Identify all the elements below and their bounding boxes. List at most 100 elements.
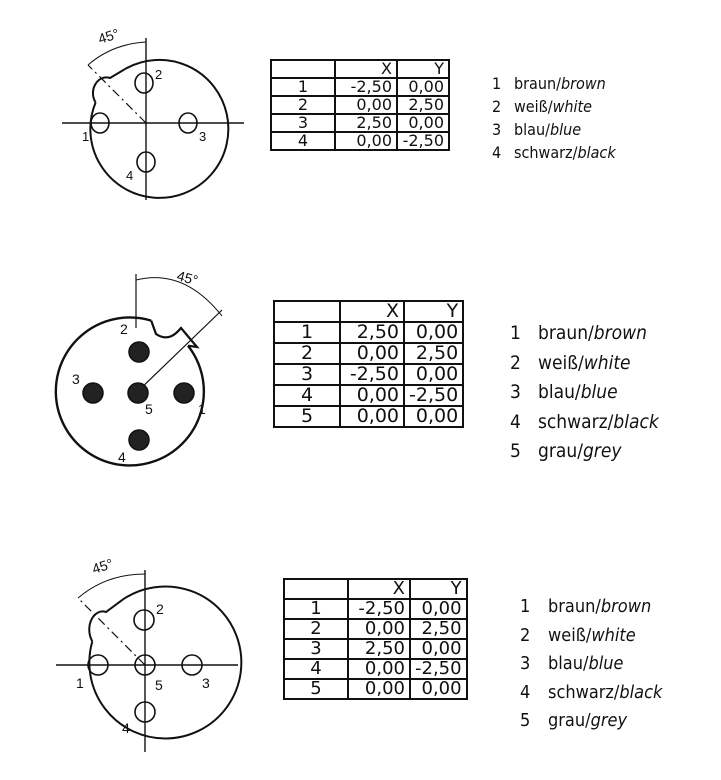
table-row: 2 0,00 2,50 [273, 342, 465, 365]
table-cell-pin: 5 [283, 678, 349, 700]
legend-number: 3 [520, 653, 531, 674]
pin-5 [134, 654, 156, 676]
table-cell-x: -2,50 [334, 77, 398, 97]
legend-color-de: grau/ [538, 440, 583, 462]
table-cell-y: 2,50 [396, 95, 450, 115]
table-cell-y: 0,00 [402, 321, 465, 344]
legend-color-en: black [613, 410, 659, 433]
pin-4-label: 4 [122, 720, 130, 736]
legend-color-en: brown [560, 74, 606, 93]
angle-arc [135, 277, 223, 317]
legend-item: 2 weiß/white [492, 99, 616, 122]
table-cell-y: 0,00 [409, 638, 468, 660]
angle-arc [77, 573, 146, 599]
table-cell-x: 0,00 [339, 384, 405, 407]
table-row: 5 0,00 0,00 [273, 405, 465, 428]
legend-color-en: blue [549, 120, 582, 139]
pin-1 [90, 112, 110, 134]
table-header-y: Y [409, 578, 468, 600]
table-cell-x: 0,00 [347, 658, 411, 680]
legend-color-en: white [583, 351, 631, 374]
table-header-y: Y [396, 59, 450, 79]
legend-color-de: blau/ [514, 120, 550, 139]
table-cell-pin: 4 [273, 384, 341, 407]
table-cell-y: 2,50 [402, 342, 465, 365]
legend-number: 2 [492, 97, 502, 116]
legend-color-de: schwarz/ [548, 681, 620, 703]
legend-color-de: weiß/ [538, 351, 584, 374]
pin-4 [128, 429, 150, 451]
angle-label: 45° [175, 267, 200, 288]
legend-color-en: grey [582, 440, 622, 462]
legend-number: 3 [492, 120, 502, 139]
connector-3-coordinate-table: X Y 1 -2,50 0,00 2 0,00 2,50 3 2,50 0,00… [283, 578, 468, 700]
table-header-row: X Y [270, 59, 450, 79]
table-cell-pin: 4 [283, 658, 349, 680]
pin-4-label: 4 [118, 449, 126, 465]
connector-3-pin-diagram: 45° 2 1 5 3 4 [48, 548, 248, 758]
table-row: 5 0,00 0,00 [283, 678, 468, 700]
table-cell-x: -2,50 [347, 598, 411, 620]
legend-color-de: braun/ [538, 322, 594, 344]
table-row: 3 -2,50 0,00 [273, 363, 465, 386]
legend-color-de: grau/ [548, 710, 591, 731]
legend-number: 4 [510, 410, 521, 433]
angle-label: 45° [96, 25, 121, 47]
table-row: 4 0,00 -2,50 [270, 131, 450, 151]
pin-4 [134, 701, 156, 723]
table-header-x: X [339, 300, 405, 323]
legend-color-en: blue [580, 381, 618, 403]
legend-color-en: brown [600, 596, 652, 617]
table-cell-y: 0,00 [409, 678, 468, 700]
table-cell-x: 0,00 [334, 95, 398, 115]
legend-color-en: brown [593, 322, 647, 344]
table-row: 1 2,50 0,00 [273, 321, 465, 344]
table-cell-y: 2,50 [409, 618, 468, 640]
table-row: 1 -2,50 0,00 [283, 598, 468, 620]
legend-color-de: weiß/ [548, 624, 592, 646]
table-cell-y: -2,50 [402, 384, 465, 407]
table-row: 1 -2,50 0,00 [270, 77, 450, 97]
legend-color-de: schwarz/ [514, 143, 578, 162]
pin-1-label: 1 [76, 675, 84, 691]
table-row: 3 2,50 0,00 [270, 113, 450, 133]
pin-2-label: 2 [155, 67, 162, 82]
pin-1 [87, 654, 109, 676]
pin-2-label: 2 [120, 321, 128, 337]
legend-color-de: weiß/ [514, 97, 553, 116]
table-cell-pin: 2 [283, 618, 349, 640]
legend-number: 5 [520, 710, 531, 731]
legend-number: 5 [510, 440, 521, 462]
table-cell-y: 0,00 [402, 363, 465, 386]
housing-outline [88, 585, 243, 740]
table-row: 3 2,50 0,00 [283, 638, 468, 660]
pin-2 [133, 609, 155, 631]
table-header-pin [273, 300, 341, 323]
pin-5-label: 5 [155, 677, 163, 693]
pin-2 [128, 341, 150, 363]
table-cell-pin: 4 [270, 131, 336, 151]
pin-5 [127, 382, 149, 404]
angle-label: 45° [90, 555, 115, 577]
table-cell-y: -2,50 [396, 131, 450, 151]
coding-key [91, 68, 126, 104]
table-cell-pin: 1 [283, 598, 349, 620]
table-cell-x: 0,00 [347, 678, 411, 700]
pin-3 [178, 112, 198, 134]
connector-1-face-svg: 45° 2 1 3 4 [62, 25, 244, 200]
table-cell-pin: 1 [273, 321, 341, 344]
legend-number: 3 [510, 381, 521, 403]
pin-4-label: 4 [126, 168, 133, 183]
legend-color-de: blau/ [548, 653, 589, 674]
legend-color-de: braun/ [548, 596, 601, 617]
table-cell-pin: 1 [270, 77, 336, 97]
legend-color-en: white [552, 97, 592, 116]
